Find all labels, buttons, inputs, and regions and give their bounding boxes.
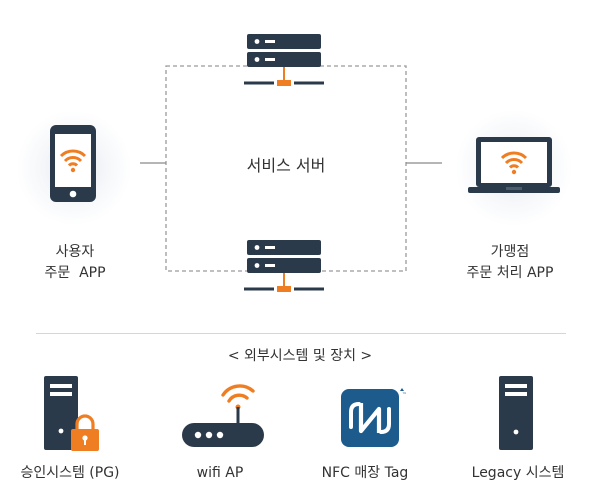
external-section-title: < 외부시스템 및 장치 >	[227, 348, 373, 364]
external-label-nfc: NFC 매장 Tag	[321, 465, 409, 481]
external-label-wifi-ap: wifi AP	[196, 465, 244, 481]
server-icon-bottom	[244, 240, 324, 292]
external-systems-row: 승인시스템 (PG) wifi AP ™ NFC 매장 Tag Legacy 시…	[0, 365, 600, 500]
server-icon-top	[244, 34, 324, 86]
merchant-app-label-line1: 가맹점	[490, 244, 530, 260]
svg-text:™: ™	[402, 392, 407, 398]
laptop-wifi-icon	[468, 137, 560, 193]
user-app-label-line2: 주문 APP	[44, 265, 106, 281]
user-app-label-line1: 사용자	[55, 244, 95, 260]
smartphone-wifi-icon	[50, 125, 96, 202]
service-network-diagram: 서비스 서버 사용자 주문 APP 가맹점 주문 처리 APP	[16, 34, 574, 292]
section-divider	[36, 333, 566, 334]
external-label-pg: 승인시스템 (PG)	[20, 465, 120, 481]
server-lock-icon	[44, 376, 99, 451]
nfc-icon: ™	[341, 388, 407, 447]
service-server-label: 서비스 서버	[246, 156, 326, 175]
wifi-router-icon	[182, 384, 264, 447]
external-label-legacy: Legacy 시스템	[471, 465, 565, 481]
merchant-app-label-line2: 주문 처리 APP	[466, 265, 554, 281]
tower-server-icon	[499, 376, 533, 450]
